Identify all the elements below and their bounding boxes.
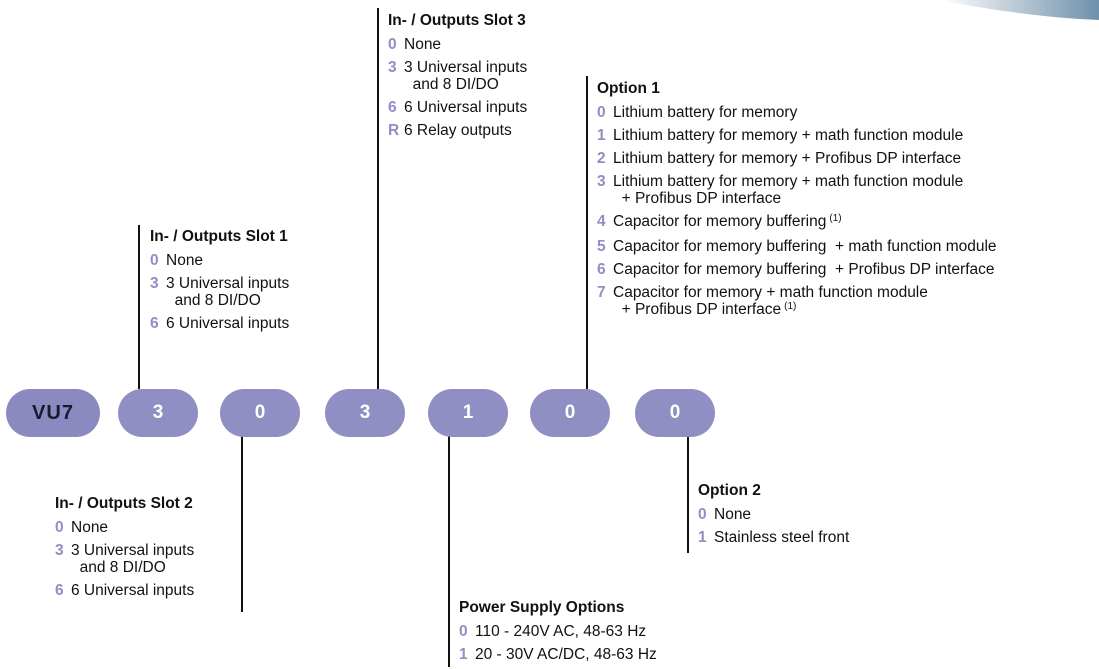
option-text: Capacitor for memory buffering [613,213,826,230]
option-code: 0 [55,519,71,536]
group-title: Power Supply Options [459,599,657,616]
connector-line-slot2 [241,436,243,612]
option-text: 6 Universal inputs [166,315,289,332]
option-code: 3 [55,542,71,559]
option-code: 7 [597,284,613,301]
option-code: 1 [597,127,613,144]
model-code-option2: 0 [635,389,715,437]
option-code: 4 [597,213,613,230]
option-text: Lithium battery for memory + math functi… [613,173,963,207]
group-title: Option 2 [698,482,849,499]
option-code: 6 [55,582,71,599]
footnote-marker: (1) [829,213,841,224]
option-text: 20 - 30V AC/DC, 48-63 Hz [475,646,657,663]
option-code: 0 [698,506,714,523]
option-code: 6 [597,261,613,278]
connector-line-option1 [586,76,588,389]
option-text: 3 Universal inputs and 8 DI/DO [404,59,527,93]
option-text: Stainless steel front [714,529,849,546]
model-code-power: 1 [428,389,508,437]
option-code: 2 [597,150,613,167]
option-text: Lithium battery for memory + Profibus DP… [613,150,961,167]
model-code-slot2: 0 [220,389,300,437]
option-text: 6 Universal inputs [404,99,527,116]
option-code: 5 [597,238,613,255]
option-code: R [388,122,404,139]
model-code-option1: 0 [530,389,610,437]
option-text: Capacitor for memory + math function mod… [613,284,928,318]
option-text: Capacitor for memory buffering + math fu… [613,238,997,255]
option-code: 6 [388,99,404,116]
option-code: 3 [597,173,613,190]
model-code-slot3: 3 [325,389,405,437]
decorative-swoosh-graphic [899,0,1099,22]
connector-line-slot3 [377,8,379,389]
option-text: 6 Relay outputs [404,122,512,139]
group-title: In- / Outputs Slot 1 [150,228,289,245]
option-text: None [71,519,108,536]
option-code: 0 [150,252,166,269]
option-text: Capacitor for memory buffering + Profibu… [613,261,995,278]
option-text: None [404,36,441,53]
option-text: Lithium battery for memory + math functi… [613,127,963,144]
option-code: 6 [150,315,166,332]
group-title: Option 1 [597,80,997,97]
option-text: None [714,506,751,523]
model-code-slot1: 3 [118,389,198,437]
footnote-marker: (1) [784,301,796,312]
group-title: In- / Outputs Slot 2 [55,495,194,512]
option-text: 6 Universal inputs [71,582,194,599]
connector-line-option2 [687,436,689,553]
option-text: 3 Universal inputs and 8 DI/DO [71,542,194,576]
option-code: 1 [698,529,714,546]
option-text: None [166,252,203,269]
connector-line-power [448,436,450,667]
option-code: 1 [459,646,475,663]
option-text: 3 Universal inputs and 8 DI/DO [166,275,289,309]
option-code: 0 [597,104,613,121]
option-code: 3 [388,59,404,76]
model-code-prefix: VU7 [6,389,100,437]
option-text: 110 - 240V AC, 48-63 Hz [475,623,646,640]
connector-line-slot1 [138,225,140,389]
option-text: Lithium battery for memory [613,104,797,121]
option-code: 3 [150,275,166,292]
option-code: 0 [459,623,475,640]
option-code: 0 [388,36,404,53]
group-title: In- / Outputs Slot 3 [388,12,527,29]
